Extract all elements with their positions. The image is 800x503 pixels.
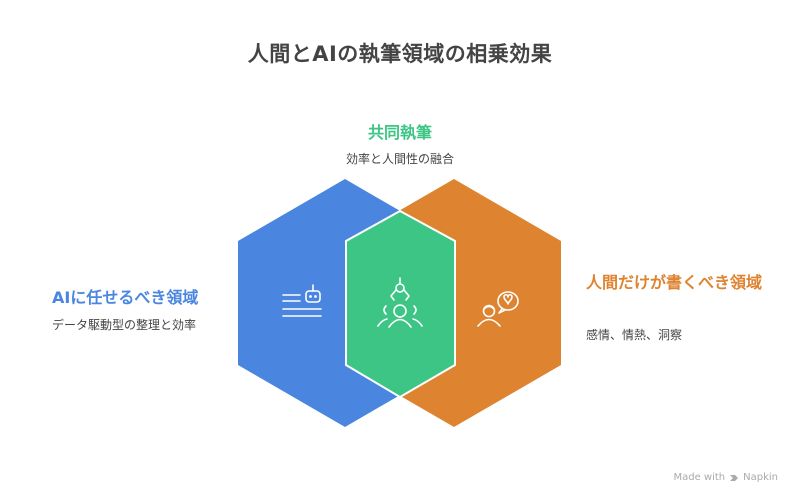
human-section-title: 人間だけが書くべき領域 bbox=[586, 273, 763, 292]
human-section-description: 感情、情熱、洞察 bbox=[586, 328, 683, 342]
ai-section-title: AIに任せるべき領域 bbox=[52, 288, 199, 307]
shared-section-title: 共同執筆 bbox=[367, 123, 432, 142]
watermark-prefix: Made with bbox=[673, 472, 726, 483]
napkin-logo-icon bbox=[730, 474, 739, 481]
watermark-brand: Napkin bbox=[743, 472, 778, 483]
shared-hexagon bbox=[345, 209, 456, 399]
diagram-title: 人間とAIの執筆領域の相乗効果 bbox=[247, 42, 553, 66]
robot-arm-team-icon bbox=[377, 277, 423, 328]
napkin-watermark: Made with Napkin bbox=[673, 472, 778, 483]
ai-section-description: データ駆動型の整理と効率 bbox=[52, 318, 197, 332]
shared-section-description: 効率と人間性の融合 bbox=[345, 152, 454, 166]
robot-document-icon bbox=[282, 284, 322, 317]
person-heart-speech-icon bbox=[477, 291, 519, 327]
